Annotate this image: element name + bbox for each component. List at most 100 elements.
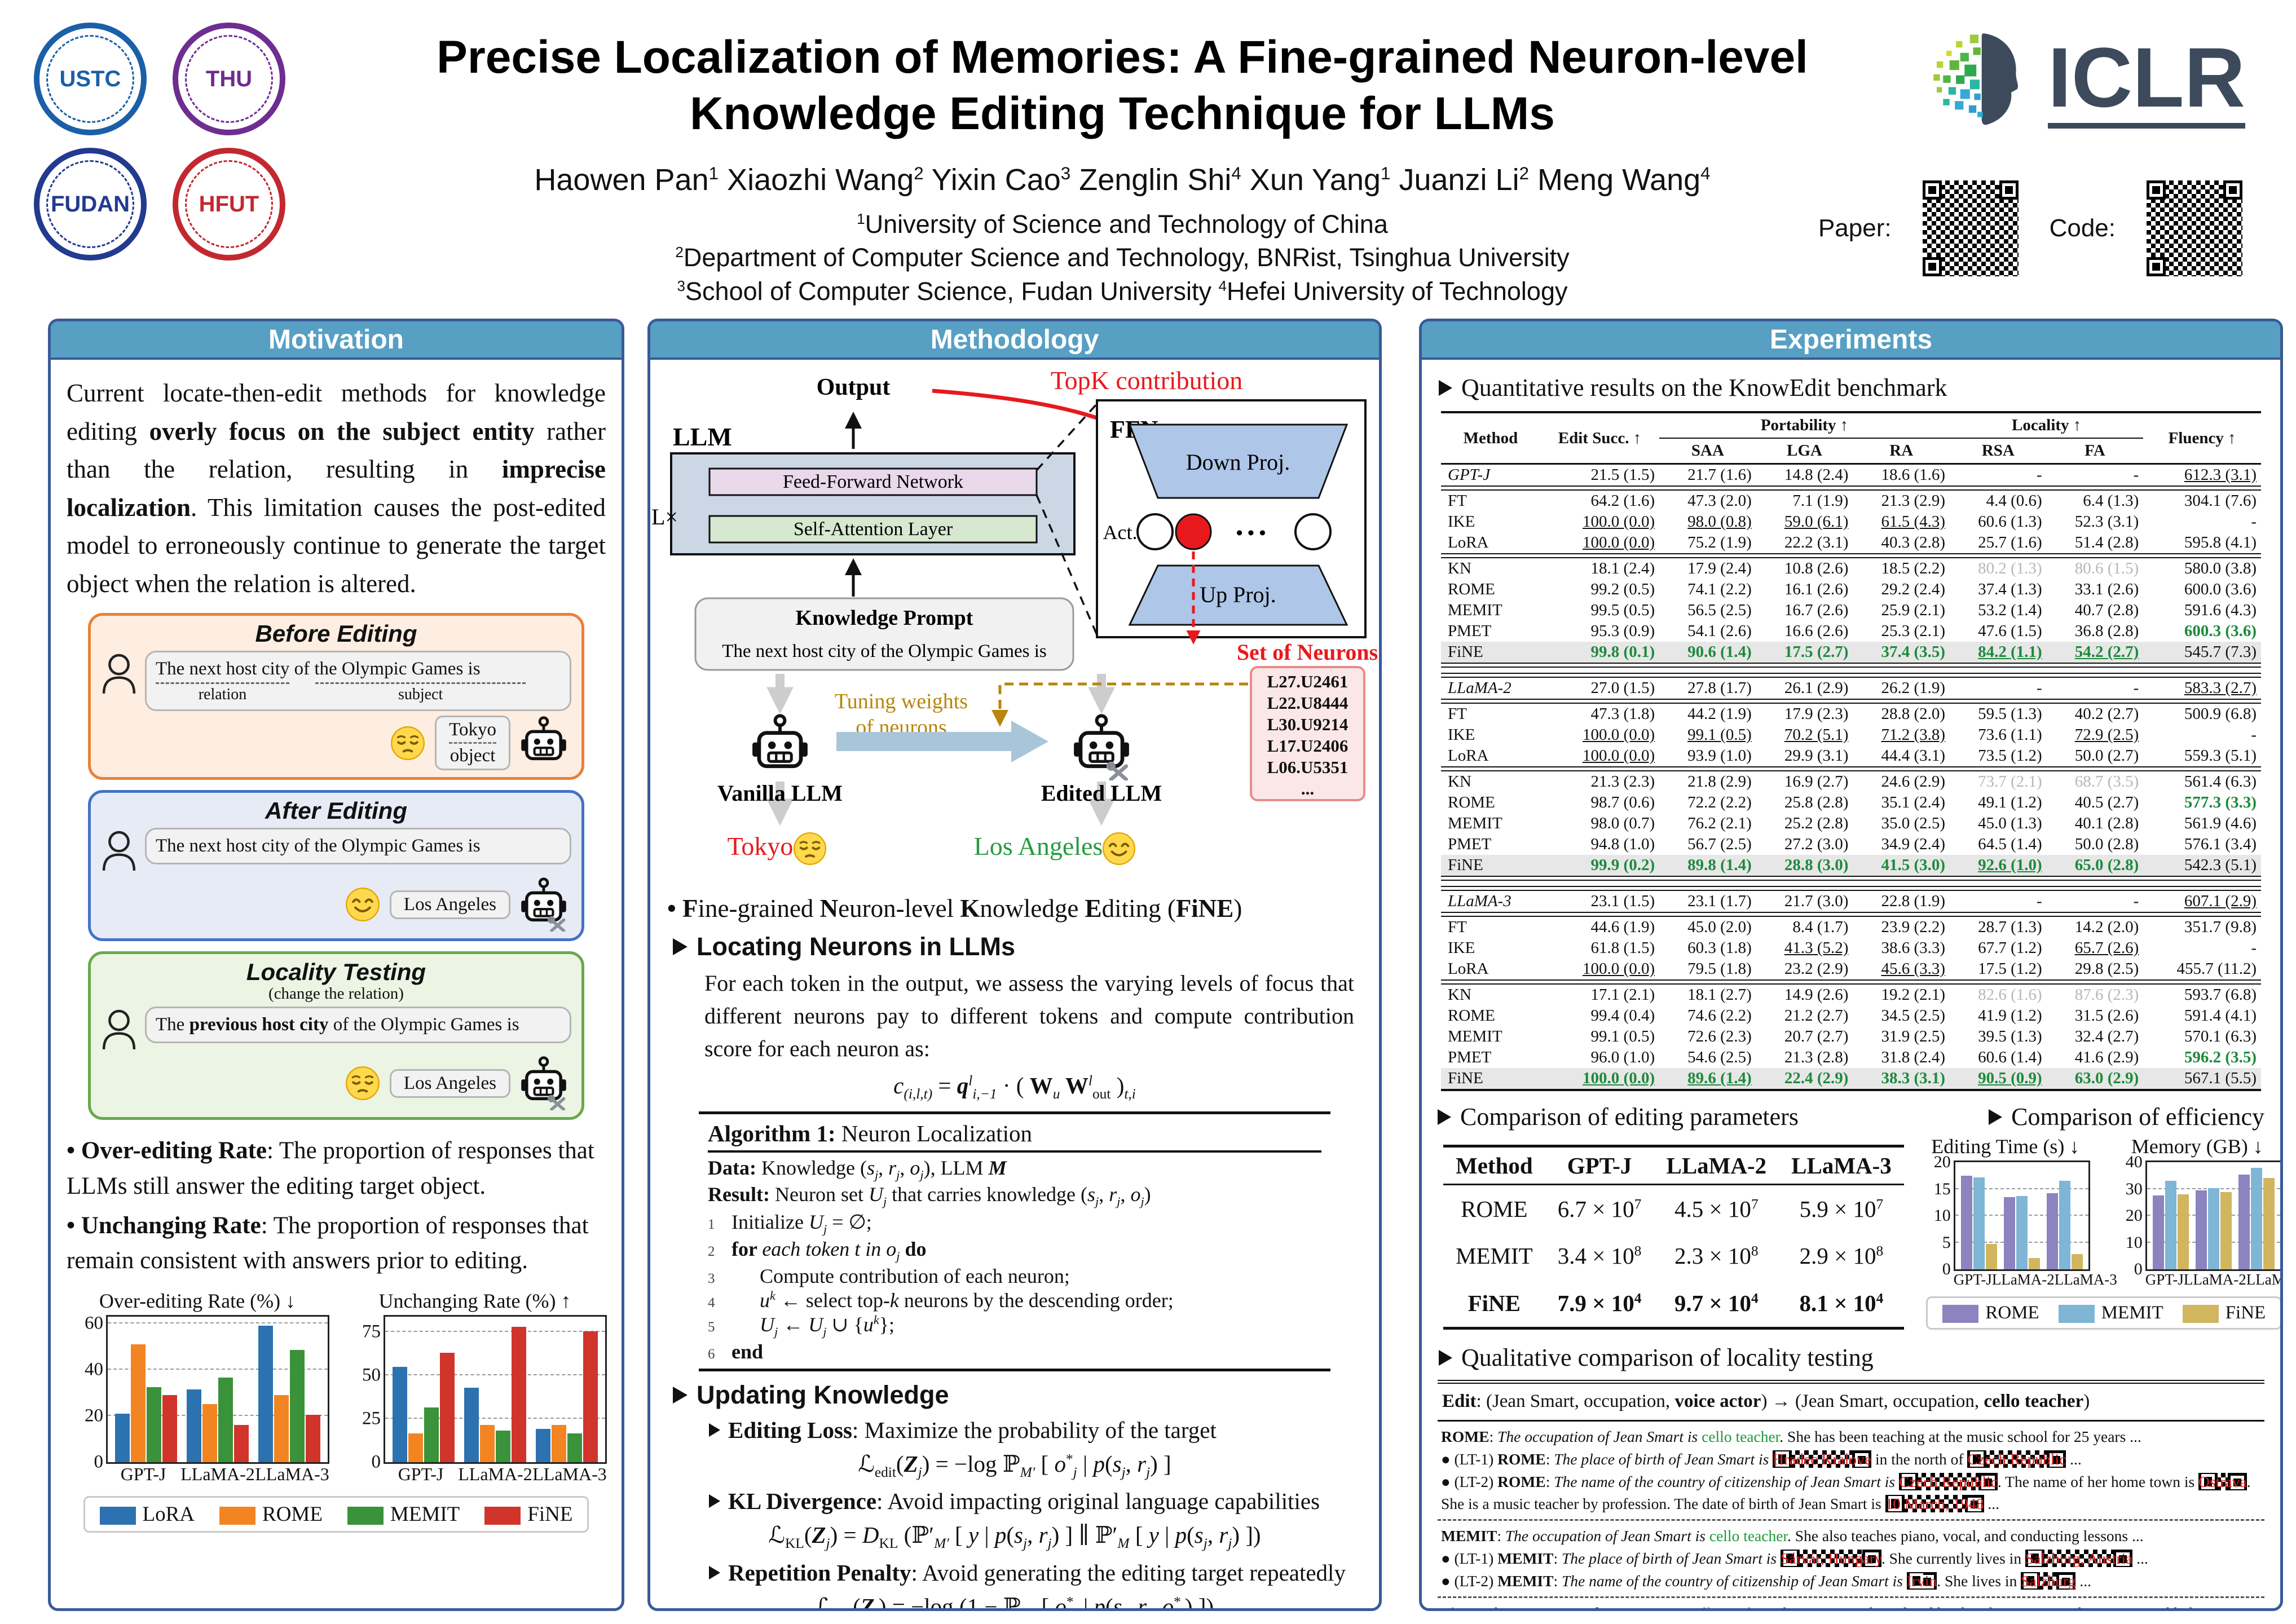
edited-llm-label: Edited LLM	[1041, 780, 1162, 806]
text-line: • Unchanging Rate: The proportion of res…	[67, 1212, 589, 1274]
vanilla-robot-icon	[752, 716, 808, 766]
algorithm-title: Algorithm 1: Neuron Localization	[708, 1116, 1321, 1153]
bar-rome	[274, 1394, 289, 1462]
card-title: Locality Testing	[246, 959, 426, 986]
legend-label: MEMIT	[2101, 1303, 2163, 1323]
answer-box: Los Angeles	[389, 890, 510, 919]
qualitative-heading: Qualitative comparison of locality testi…	[1439, 1343, 2280, 1372]
text-line: ℒKL(Zj) = DKL (ℙ′M′ [ y | p(sj, rj) ] ∥ …	[768, 1522, 1261, 1552]
vanilla-llm-label: Vanilla LLM	[717, 780, 843, 806]
bar-fine	[583, 1331, 598, 1462]
table-rule	[1441, 699, 2261, 704]
y-tick-label: 30	[2125, 1179, 2143, 1198]
legend-swatch	[219, 1507, 256, 1525]
poster-title: Precise Localization of Memories: A Fine…	[372, 29, 1872, 142]
col-ra: RA	[1853, 438, 1950, 465]
text-line: KL Divergence: Avoid impacting original …	[709, 1488, 1362, 1515]
university-logo-fudan: FUDAN	[34, 148, 147, 261]
paper-label: Paper:	[1818, 214, 1892, 242]
experiments-header: Experiments	[1422, 321, 2280, 360]
experiments-body: Quantitative results on the KnowEdit ben…	[1422, 360, 2280, 1608]
l-times-label: L×	[651, 504, 678, 529]
y-tick-label: 20	[85, 1405, 103, 1426]
editing-loss-formula: ℒedit(Zj) = −log ℙM′ [ o*j | p(sj, rj) ]	[650, 1450, 1379, 1481]
text-line: • Fine-grained Neuron-level Knowledge Ed…	[667, 894, 1242, 923]
topk-label: TopK contribution	[1051, 366, 1242, 395]
title-line-1: Precise Localization of Memories: A Fine…	[437, 32, 1808, 83]
bar-fine	[2220, 1192, 2232, 1269]
x-tick-label: LLaMA-3	[2054, 1271, 2117, 1288]
col-portability: Portability ↑	[1659, 412, 1950, 439]
bar-rome	[1960, 1175, 1972, 1269]
list-item: L27.U2461	[1267, 672, 1348, 691]
happy-emoji-icon	[345, 886, 381, 923]
table-rule	[1441, 486, 2261, 491]
editing-loss-bullet: Editing Loss: Maximize the probability o…	[709, 1416, 1362, 1444]
params-heading: Comparison of editing parameters	[1438, 1102, 1799, 1131]
table-rule	[1441, 553, 2261, 558]
bar-group-llama-3	[535, 1317, 598, 1462]
y-tick-label: 20	[1933, 1153, 1951, 1171]
y-tick-label: 10	[1933, 1206, 1951, 1225]
legend-swatch	[99, 1507, 136, 1525]
quantitative-heading: Quantitative results on the KnowEdit ben…	[1439, 373, 2280, 402]
fine-qualitative-block: FiNE: The occupation of Jean Smart is ce…	[1438, 1596, 2264, 1608]
bar-rome	[552, 1424, 567, 1462]
algorithm-box: Algorithm 1: Neuron Localization Data: K…	[699, 1111, 1330, 1372]
prompt-bubble: The next host city of the Olympic Games …	[145, 828, 571, 865]
rate-definitions: • Over-editing Rate: The proportion of r…	[67, 1133, 606, 1278]
sad-emoji-icon	[345, 1065, 381, 1101]
bar-lora	[186, 1389, 201, 1462]
list-item: ...	[1301, 779, 1315, 798]
bar-rome	[130, 1344, 146, 1462]
legend-label: ROME	[1985, 1303, 2039, 1323]
prompt-text: The next host city of the Olympic Games …	[156, 657, 561, 681]
methodology-panel: Methodology LLM Feed-Forward Network Sel…	[647, 319, 1382, 1611]
bar-group-llama-3	[2046, 1162, 2083, 1269]
robot-wrench-icon	[519, 1056, 568, 1110]
y-tick-label: 0	[2134, 1260, 2143, 1278]
x-tick-label: LLaMA-2	[2183, 1271, 2246, 1288]
iclr-pixelface-icon	[1925, 28, 2032, 135]
knowedit-table-head: Method Edit Succ. ↑ Portability ↑ Locali…	[1441, 412, 2261, 465]
locality-testing-card: Locality Testing (change the relation) T…	[88, 951, 584, 1120]
updating-knowledge-heading: Updating Knowledge	[673, 1380, 1379, 1410]
university-logo-thu: THU	[173, 23, 285, 135]
bar-memit	[2250, 1167, 2262, 1269]
locating-neurons-heading: Locating Neurons in LLMs	[673, 932, 1379, 961]
list-item: L22.U8444	[1267, 693, 1348, 713]
logo-abbr: FUDAN	[46, 160, 134, 248]
bar-group-llama-2	[2003, 1162, 2041, 1269]
list-item: L30.U9214	[1267, 714, 1348, 734]
bar-rome	[2195, 1190, 2207, 1269]
legend-label: FiNE	[2225, 1303, 2266, 1323]
university-logo-ustc: USTC	[34, 23, 147, 135]
bar-fine	[439, 1353, 455, 1462]
col-locality: Locality ↑	[1950, 412, 2144, 439]
x-tick-label: LLaMA-2	[180, 1463, 255, 1484]
text-line: 3School of Computer Science, Fudan Unive…	[677, 276, 1568, 306]
subject-label: subject	[315, 682, 526, 705]
col-method: Method	[1441, 412, 1540, 465]
legend-label: LoRA	[142, 1502, 195, 1526]
y-tick-label: 40	[85, 1359, 103, 1380]
legend-item-memit: MEMIT	[2058, 1303, 2163, 1323]
